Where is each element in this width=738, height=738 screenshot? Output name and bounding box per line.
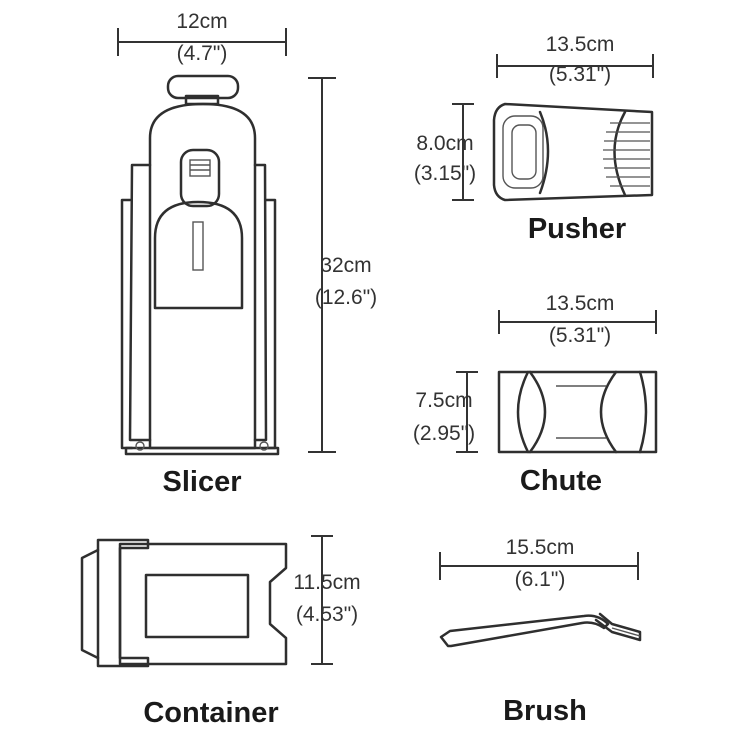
slicer-width-in: (4.7") xyxy=(177,42,228,65)
chute-height-in: (2.95") xyxy=(413,422,475,445)
pusher-label: Pusher xyxy=(528,213,626,245)
brush-label: Brush xyxy=(503,695,587,727)
slicer-height-in: (12.6") xyxy=(315,286,377,309)
slicer-blade-panel xyxy=(153,200,244,310)
brush-length-cm: 15.5cm xyxy=(506,536,575,559)
brush-drawing xyxy=(439,552,642,648)
pusher-grip-pattern xyxy=(603,122,650,187)
pusher-height-cm: 8.0cm xyxy=(416,132,473,155)
slicer-height-cm: 32cm xyxy=(320,254,371,277)
slicer-label: Slicer xyxy=(163,466,242,498)
slicer-width-cm: 12cm xyxy=(176,10,227,33)
chute-label: Chute xyxy=(520,465,602,497)
container-body xyxy=(118,542,288,666)
chute-length-in: (5.31") xyxy=(549,324,611,347)
pusher-body xyxy=(492,102,654,202)
container-height-in: (4.53") xyxy=(296,603,358,626)
brush-handle xyxy=(439,614,610,648)
container-label: Container xyxy=(143,697,278,729)
brush-length-in: (6.1") xyxy=(515,568,566,591)
container-drawing xyxy=(80,535,333,668)
chute-body xyxy=(497,370,658,454)
pusher-length-in: (5.31") xyxy=(549,63,611,86)
container-lip xyxy=(96,538,150,668)
pusher-drawing xyxy=(452,54,654,202)
container-height-cm: 11.5cm xyxy=(293,571,360,594)
slicer-selector xyxy=(179,148,221,208)
slicer-knob xyxy=(166,74,240,100)
chute-length-cm: 13.5cm xyxy=(546,292,615,315)
pusher-height-in: (3.15") xyxy=(414,162,476,185)
container-window xyxy=(144,573,250,639)
slicer-body xyxy=(148,102,257,450)
pusher-length-cm: 13.5cm xyxy=(546,33,615,56)
chute-height-cm: 7.5cm xyxy=(415,389,472,412)
slicer-drawing xyxy=(117,28,336,456)
chute-drawing xyxy=(456,310,658,454)
